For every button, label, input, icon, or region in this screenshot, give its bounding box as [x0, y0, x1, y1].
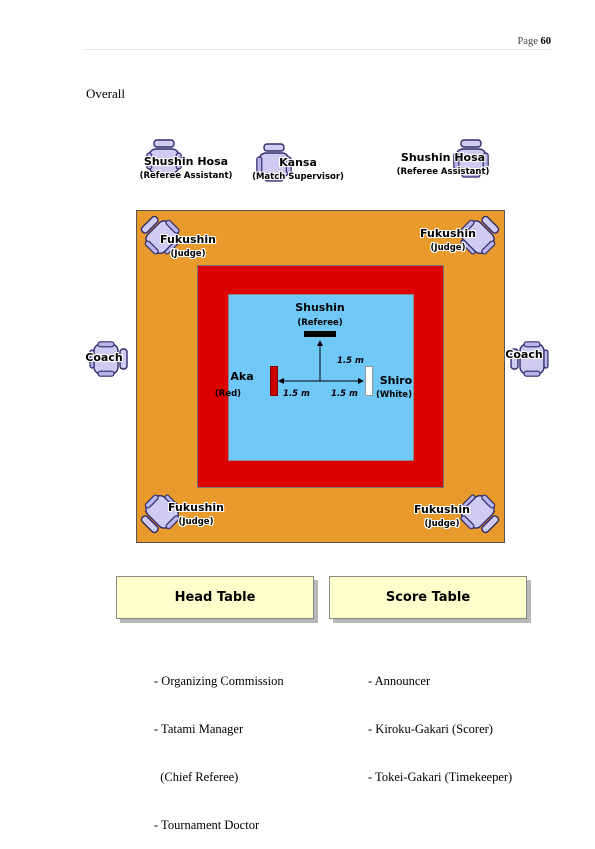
aka-role: (Red) [214, 389, 242, 399]
coach-left-label: Coach [85, 351, 123, 364]
fukushin-br-role: (Judge) [424, 519, 460, 529]
fukushin-bl-role: (Judge) [178, 517, 214, 527]
distance-left-label: 1.5 m [283, 389, 310, 399]
page-number-label: Page [517, 36, 538, 47]
head-table: Head Table [116, 576, 314, 619]
shushin-hosa-left-role: (Referee Assistant) [139, 171, 233, 181]
shushin-marker [304, 331, 336, 337]
shushin-hosa-right-name: Shushin Hosa [400, 151, 486, 164]
header-rule [84, 49, 551, 50]
score-table-item: - Kiroku-Gakari (Scorer) [368, 722, 493, 736]
shushin-name: Shushin [295, 301, 345, 314]
fukushin-tr-name: Fukushin [420, 227, 476, 240]
shushin-hosa-right-role: (Referee Assistant) [396, 167, 490, 177]
page-number-value: 60 [540, 36, 552, 47]
shiro-role: (White) [376, 390, 412, 400]
head-table-list: - Organizing Commission - Tatami Manager… [154, 641, 284, 849]
kansa-name: Kansa [279, 156, 317, 169]
distance-vertical-label: 1.5 m [337, 356, 364, 366]
shushin-hosa-left-name: Shushin Hosa [143, 155, 229, 168]
aka-name: Aka [230, 370, 254, 383]
section-title: Overall [86, 86, 125, 101]
head-table-item: - Organizing Commission [154, 674, 284, 688]
kansa-role: (Match Supervisor) [252, 172, 344, 182]
head-table-item: - Tournament Doctor [154, 818, 260, 832]
fukushin-tl-role: (Judge) [170, 249, 206, 259]
score-table-item: - Announcer [368, 674, 431, 688]
score-table-list: - Announcer - Kiroku-Gakari (Scorer) - T… [368, 641, 512, 801]
shiro-name: Shiro [379, 374, 413, 387]
head-table-item: (Chief Referee) [154, 770, 239, 784]
fukushin-tr-role: (Judge) [430, 243, 466, 253]
distance-arrows [278, 340, 364, 384]
competition-area [228, 294, 414, 461]
fukushin-br-name: Fukushin [414, 503, 470, 516]
shushin-role: (Referee) [297, 318, 343, 328]
fukushin-tl-name: Fukushin [160, 233, 216, 246]
page-number: Page 60 [517, 36, 551, 47]
coach-right-label: Coach [505, 348, 543, 361]
shiro-marker [365, 366, 373, 396]
distance-right-label: 1.5 m [331, 389, 358, 399]
page-header: Page 60 [0, 28, 595, 50]
head-table-item: - Tatami Manager [154, 722, 244, 736]
aka-marker [270, 366, 278, 396]
fukushin-bl-name: Fukushin [168, 501, 224, 514]
score-table: Score Table [329, 576, 527, 619]
score-table-item: - Tokei-Gakari (Timekeeper) [368, 770, 513, 784]
